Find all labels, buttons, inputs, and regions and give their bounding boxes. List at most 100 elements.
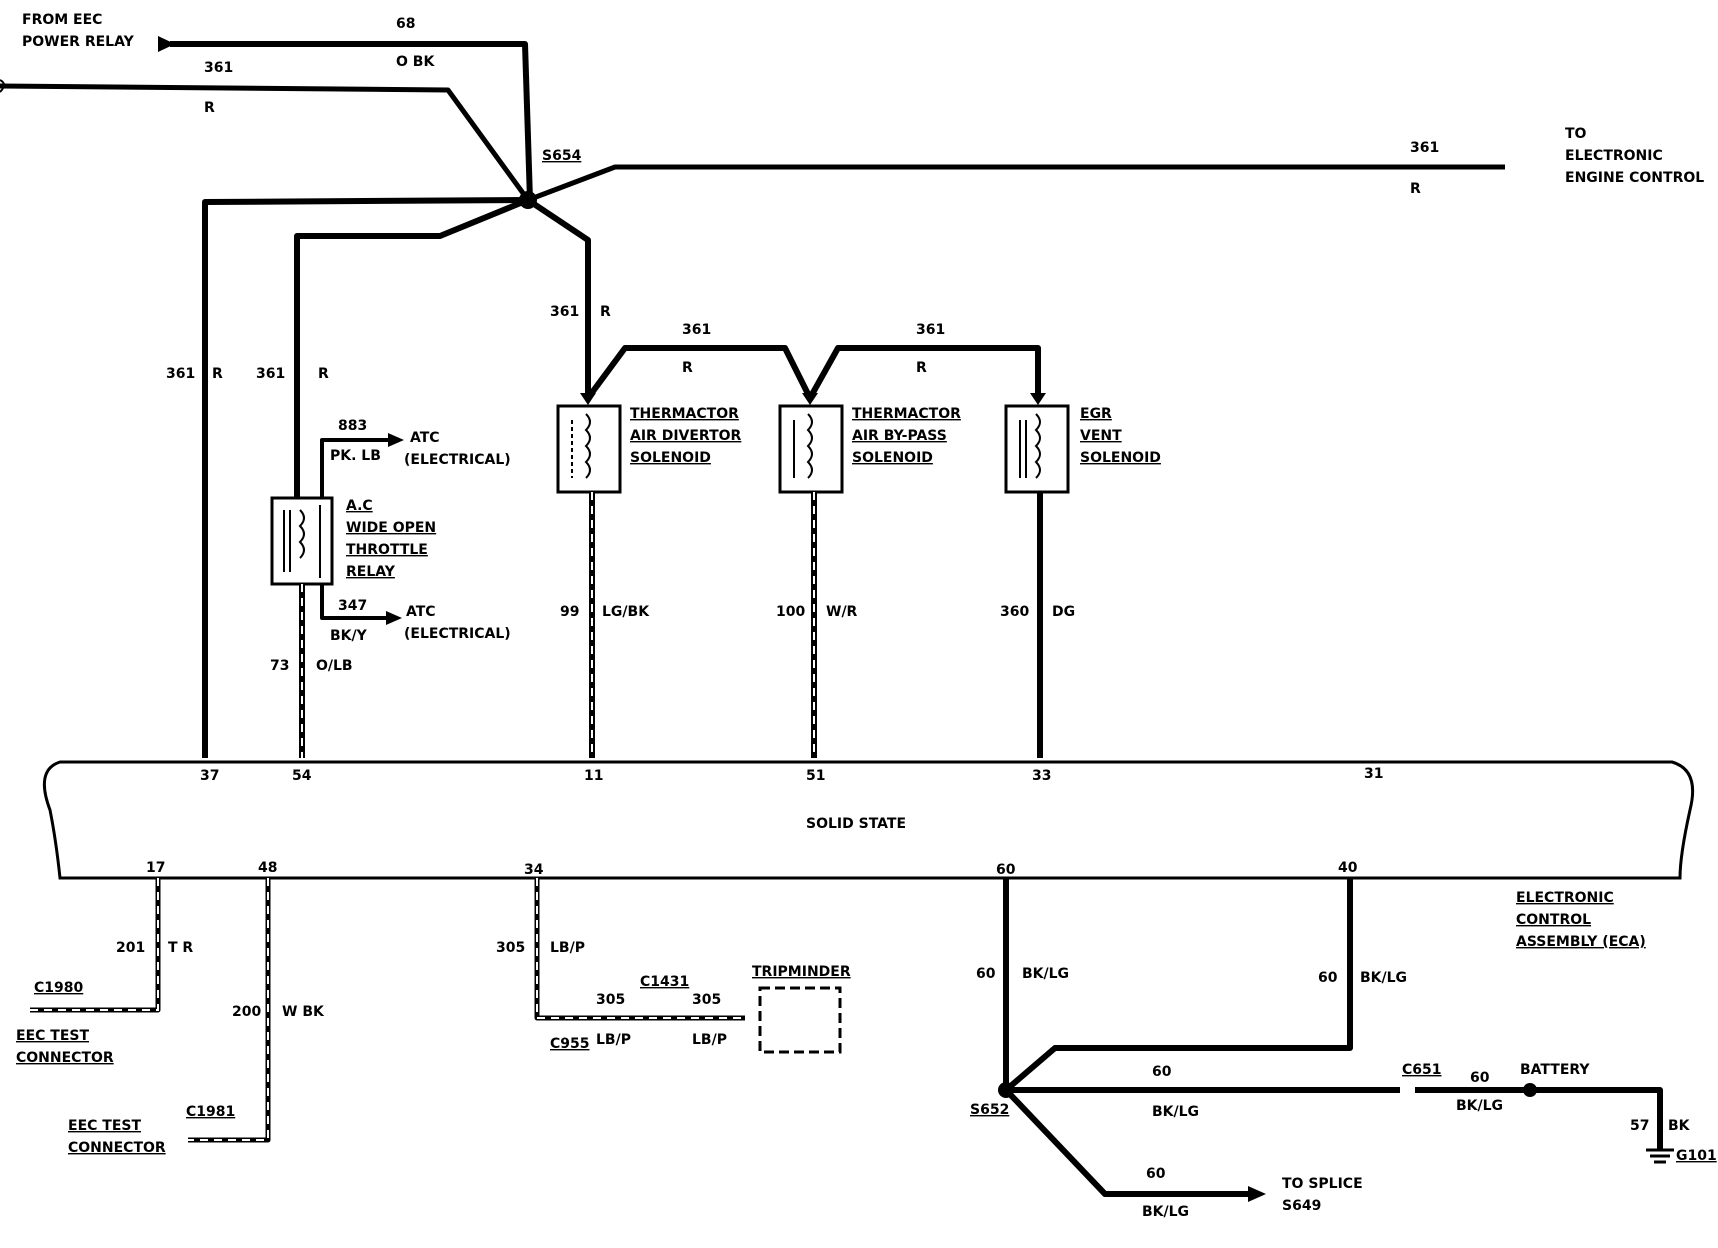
wire-color-361-c: R bbox=[600, 304, 611, 320]
wire-label-305-a: 305 bbox=[496, 940, 525, 956]
pin-51: 51 bbox=[806, 768, 825, 784]
label-electrical-1: (ELECTRICAL) bbox=[404, 452, 511, 468]
wire-color-99: LG/BK bbox=[602, 604, 650, 620]
wire-color-360: DG bbox=[1052, 604, 1075, 620]
label-electronic: ELECTRONIC bbox=[1565, 148, 1663, 164]
wire-color-73: O/LB bbox=[316, 658, 353, 674]
eca-label-1: ELECTRONIC bbox=[1516, 890, 1614, 906]
pin-48: 48 bbox=[258, 860, 277, 876]
wire-68-from-eec-relay bbox=[158, 36, 533, 201]
connector-c651: C651 bbox=[1402, 1062, 1442, 1078]
eca-label-2: CONTROL bbox=[1516, 912, 1591, 928]
pin-31: 31 bbox=[1364, 766, 1383, 782]
pin-37: 37 bbox=[200, 768, 219, 784]
tripminder-box bbox=[758, 986, 842, 1054]
wire-label-60-c: 60 bbox=[1152, 1064, 1172, 1080]
label-engine-control: ENGINE CONTROL bbox=[1565, 170, 1704, 186]
wire-color-100: W/R bbox=[826, 604, 858, 620]
sol3-label-1: EGR bbox=[1080, 406, 1112, 422]
sol2-label-2: AIR BY-PASS bbox=[852, 428, 947, 444]
label-power-relay: POWER RELAY bbox=[22, 34, 135, 50]
pin-54: 54 bbox=[292, 768, 312, 784]
wire-361-top-left bbox=[0, 79, 531, 202]
wire-label-200: 200 bbox=[232, 1004, 261, 1020]
wire-label-201: 201 bbox=[116, 940, 145, 956]
wire-label-60-b: 60 bbox=[1318, 970, 1338, 986]
wire-label-99: 99 bbox=[560, 604, 579, 620]
sol1-label-3: SOLENOID bbox=[630, 450, 711, 466]
wire-361-to-relay bbox=[294, 197, 530, 498]
battery-label: BATTERY bbox=[1520, 1062, 1590, 1078]
wire-color-361-a: R bbox=[212, 366, 223, 382]
wire-label-361-d: 361 bbox=[682, 322, 711, 338]
wire-color-361-b: R bbox=[318, 366, 329, 382]
wire-label-100: 100 bbox=[776, 604, 805, 620]
wire-label-360: 360 bbox=[1000, 604, 1029, 620]
wire-color-60-a: BK/LG bbox=[1022, 966, 1069, 982]
pin-11: 11 bbox=[584, 768, 603, 784]
wire-200 bbox=[188, 878, 271, 1143]
sol1-label-2: AIR DIVERTOR bbox=[630, 428, 742, 444]
wire-color-68: O BK bbox=[396, 54, 435, 70]
wire-color-201: T R bbox=[168, 940, 193, 956]
thermactor-air-bypass-solenoid bbox=[778, 404, 844, 494]
wire-color-361-top: R bbox=[204, 100, 215, 116]
wire-label-347: 347 bbox=[338, 598, 367, 614]
wire-label-305-c: 305 bbox=[692, 992, 721, 1008]
eec-test-1-b: CONNECTOR bbox=[16, 1050, 114, 1066]
pin-60: 60 bbox=[996, 862, 1016, 878]
wire-883 bbox=[320, 433, 404, 498]
tripminder-label: TRIPMINDER bbox=[752, 964, 851, 980]
relay-label-throttle: THROTTLE bbox=[346, 542, 428, 558]
wire-label-305-b: 305 bbox=[596, 992, 625, 1008]
label-electrical-2: (ELECTRICAL) bbox=[404, 626, 511, 642]
thermactor-air-divertor-solenoid bbox=[556, 404, 622, 494]
wire-347 bbox=[320, 584, 402, 625]
splice-label-s654: S654 bbox=[542, 148, 582, 164]
label-atc-2: ATC bbox=[406, 604, 436, 620]
relay-label-wide-open: WIDE OPEN bbox=[346, 520, 436, 536]
connector-c1980: C1980 bbox=[34, 980, 83, 996]
label-from-eec: FROM EEC bbox=[22, 12, 102, 28]
wire-color-361-d: R bbox=[682, 360, 693, 376]
splice-label-s652: S652 bbox=[970, 1102, 1009, 1118]
wire-label-361-a: 361 bbox=[166, 366, 195, 382]
wire-361-to-pin37 bbox=[202, 197, 529, 758]
wire-color-200: W BK bbox=[282, 1004, 325, 1020]
pin-17: 17 bbox=[146, 860, 165, 876]
wire-305 bbox=[534, 878, 745, 1021]
wire-label-361-e: 361 bbox=[916, 322, 945, 338]
wire-color-57: BK bbox=[1668, 1118, 1691, 1134]
wire-label-361-c: 361 bbox=[550, 304, 579, 320]
sol3-label-3: SOLENOID bbox=[1080, 450, 1161, 466]
eca-solid-state: SOLID STATE bbox=[806, 816, 906, 832]
sol3-label-2: VENT bbox=[1080, 428, 1122, 444]
wire-60-ground-bus bbox=[1003, 878, 1663, 1202]
wire-label-361-right: 361 bbox=[1410, 140, 1439, 156]
ground-g101-icon bbox=[1646, 1148, 1674, 1164]
eca-box bbox=[42, 760, 1695, 880]
battery-terminal bbox=[1523, 1083, 1537, 1097]
ac-wot-relay bbox=[270, 496, 334, 586]
connector-c955: C955 bbox=[550, 1036, 590, 1052]
eec-test-2-b: CONNECTOR bbox=[68, 1140, 166, 1156]
wire-color-60-c: BK/LG bbox=[1152, 1104, 1199, 1120]
wire-color-305-a: LB/P bbox=[550, 940, 585, 956]
label-to-splice: TO SPLICE bbox=[1282, 1176, 1363, 1192]
sol2-label-3: SOLENOID bbox=[852, 450, 933, 466]
wire-color-305-b: LB/P bbox=[596, 1032, 631, 1048]
connector-c1431: C1431 bbox=[640, 974, 689, 990]
wire-label-361-b: 361 bbox=[256, 366, 285, 382]
wire-label-361-top: 361 bbox=[204, 60, 233, 76]
wire-label-883: 883 bbox=[338, 418, 367, 434]
eec-test-2-a: EEC TEST bbox=[68, 1118, 141, 1134]
wire-color-60-b: BK/LG bbox=[1360, 970, 1407, 986]
label-atc-1: ATC bbox=[410, 430, 440, 446]
wire-201 bbox=[30, 878, 161, 1013]
wire-color-361-e: R bbox=[916, 360, 927, 376]
wire-361-to-solenoids bbox=[526, 197, 1046, 405]
splice-s652 bbox=[998, 1082, 1014, 1098]
splice-s654 bbox=[519, 191, 537, 209]
wire-label-60-d: 60 bbox=[1470, 1070, 1490, 1086]
